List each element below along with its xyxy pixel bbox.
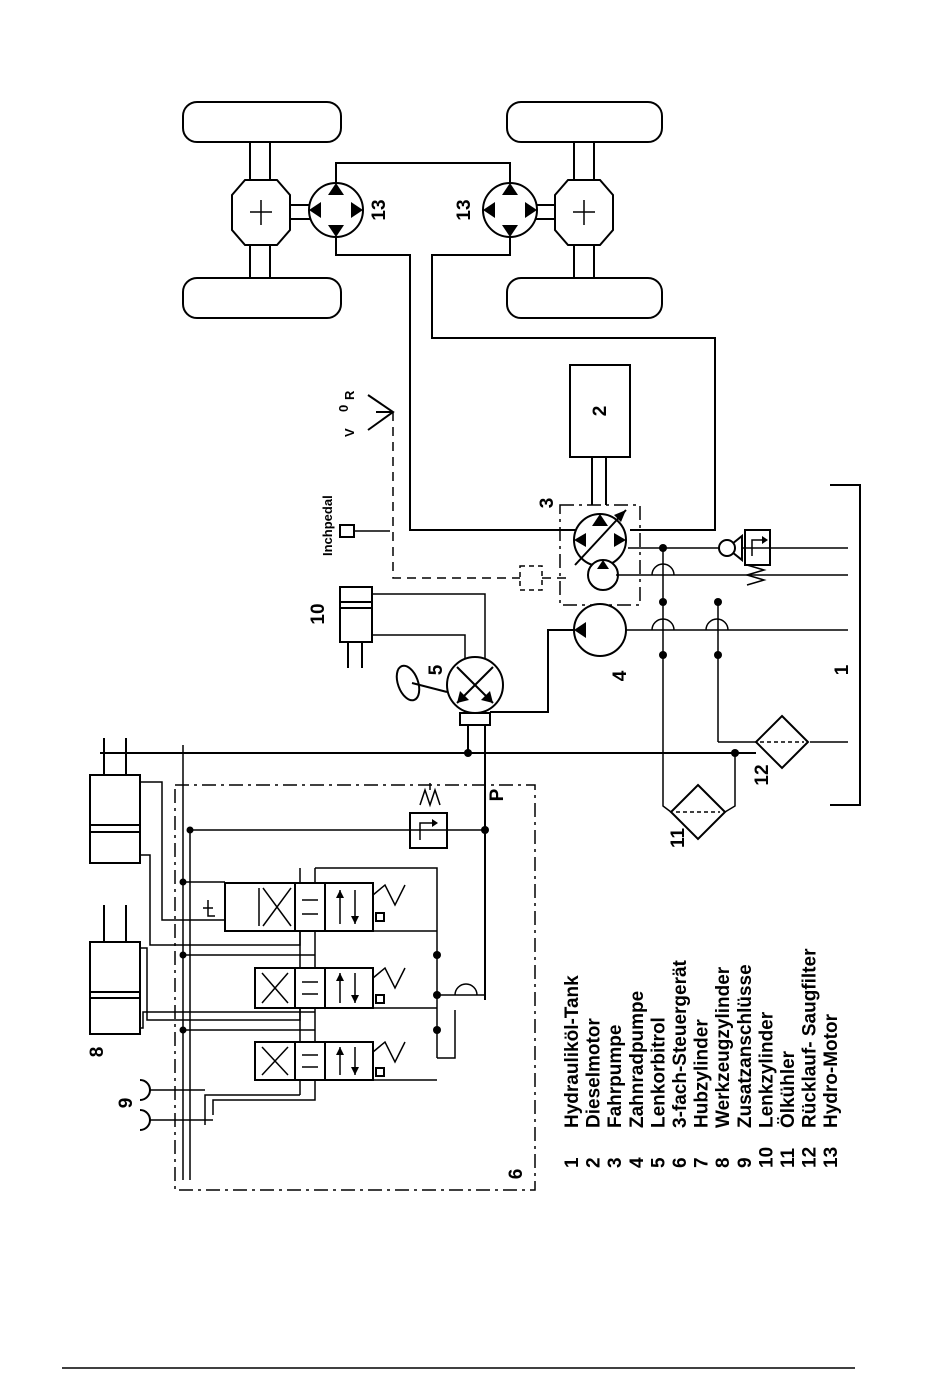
auxiliary-connections bbox=[140, 1080, 213, 1130]
directional-valve-3 bbox=[255, 1042, 405, 1080]
right-hydro-motor bbox=[483, 183, 537, 237]
directional-valve-1 bbox=[203, 883, 405, 931]
steering-orbitrol bbox=[447, 657, 503, 725]
legend-number: 12 bbox=[800, 1147, 821, 1168]
label-9: 9 bbox=[116, 1098, 137, 1109]
legend-text: Dieselmotor bbox=[584, 1018, 605, 1128]
pedal-v: V bbox=[342, 428, 357, 437]
label-13-right: 13 bbox=[454, 199, 475, 220]
wheel-bottom-right bbox=[507, 278, 662, 318]
legend-text: Lenkorbitrol bbox=[648, 1017, 669, 1128]
legend-number: 3 bbox=[605, 1157, 626, 1168]
tank-bracket bbox=[830, 485, 860, 805]
boost-pump bbox=[588, 560, 618, 590]
legend-text: Hydro-Motor bbox=[821, 1013, 842, 1128]
left-hydro-motor bbox=[309, 183, 363, 237]
return-suction-filter bbox=[756, 716, 808, 768]
gear-pump bbox=[574, 604, 626, 656]
wheel-top-left bbox=[183, 102, 341, 142]
wheel-top-right bbox=[507, 102, 662, 142]
legend-number: 5 bbox=[648, 1157, 669, 1168]
pedal-0: 0 bbox=[336, 405, 351, 412]
label-1: 1 bbox=[832, 664, 853, 675]
legend-text: Werkzeugzylinder bbox=[713, 966, 734, 1128]
travel-pump bbox=[574, 510, 626, 566]
legend-number: 10 bbox=[756, 1147, 777, 1168]
label-5: 5 bbox=[426, 664, 447, 675]
legend-number: 11 bbox=[778, 1147, 799, 1168]
legend-number: 13 bbox=[821, 1147, 842, 1168]
label-13-left: 13 bbox=[369, 199, 390, 220]
legend-number: 9 bbox=[735, 1157, 756, 1168]
steering-cylinder bbox=[340, 587, 372, 668]
label-3: 3 bbox=[537, 498, 558, 509]
legend-text: Lenkzylinder bbox=[756, 1011, 777, 1128]
label-4: 4 bbox=[610, 670, 631, 681]
lift-cylinder bbox=[90, 738, 140, 863]
direction-lever bbox=[368, 395, 393, 430]
label-12: 12 bbox=[752, 764, 773, 785]
legend: 1 Hydrauliköl-Tank 2 Dieselmotor 3 Fahrpumpe 4… bbox=[562, 948, 842, 1168]
legend-text: 3-fach-Steuergerät bbox=[670, 959, 691, 1128]
legend-number: 4 bbox=[627, 1157, 648, 1168]
label-8: 8 bbox=[87, 1047, 108, 1058]
legend-text: Hubzylinder bbox=[692, 1019, 713, 1128]
legend-text: Zusatzanschlüsse bbox=[735, 964, 756, 1128]
check-valve bbox=[719, 536, 742, 560]
wheel-bottom-left bbox=[183, 278, 341, 318]
legend-text: Ölkühler bbox=[778, 1050, 799, 1128]
inchpedal-symbol bbox=[340, 525, 354, 537]
legend-text: Fahrpumpe bbox=[605, 1025, 626, 1128]
legend-number: 1 bbox=[562, 1157, 583, 1168]
legend-number: 8 bbox=[713, 1157, 734, 1168]
legend-text: Hydrauliköl-Tank bbox=[562, 975, 583, 1128]
legend-number: 7 bbox=[692, 1157, 713, 1168]
legend-text: Zahnradpumpe bbox=[627, 991, 648, 1128]
legend-number: 6 bbox=[670, 1157, 691, 1168]
legend-text: Rücklauf- Saugfilter bbox=[800, 948, 821, 1128]
label-11: 11 bbox=[668, 828, 689, 849]
tool-cylinder bbox=[90, 905, 140, 1034]
block-relief-valve bbox=[410, 783, 447, 848]
pedal-r: R bbox=[342, 390, 357, 400]
label-6: 6 bbox=[506, 1169, 527, 1180]
directional-valve-2 bbox=[255, 968, 405, 1008]
inchpedal-label: Inchpedal bbox=[320, 495, 335, 556]
legend-number: 2 bbox=[584, 1157, 605, 1168]
port-p-label: P bbox=[487, 788, 508, 801]
label-10: 10 bbox=[308, 603, 329, 624]
relief-valve bbox=[745, 530, 770, 585]
label-2: 2 bbox=[590, 406, 611, 417]
